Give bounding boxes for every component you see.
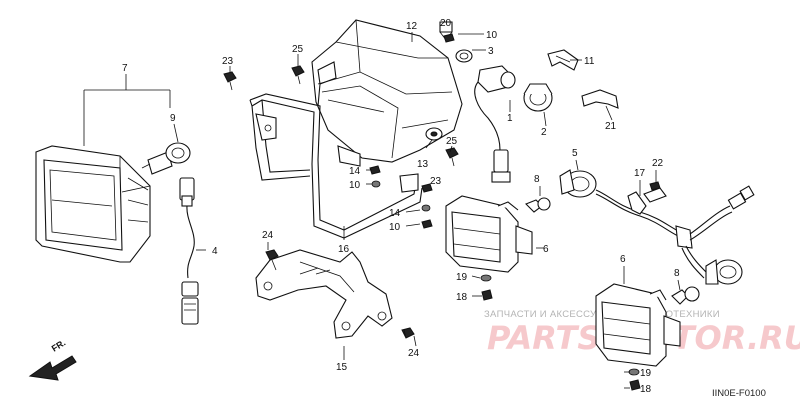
callout-labels: 7 9 4 23 25 12 20 10 3 11 1 2 21 25 13 1… (122, 18, 680, 395)
callout-21: 21 (605, 121, 617, 132)
callout-18-lower: 18 (640, 384, 652, 395)
direction-label: FR. (50, 338, 68, 354)
callout-7: 7 (122, 63, 128, 74)
callout-10-top: 10 (486, 30, 498, 41)
callout-22: 22 (652, 158, 664, 169)
drawing-code: IIN0E-F0100 (712, 388, 766, 399)
callout-3: 3 (488, 46, 494, 57)
headlight-sub-harness (179, 177, 199, 325)
callout-23-left: 23 (222, 56, 234, 67)
callout-2: 2 (541, 127, 547, 138)
foglight-wiring-harness (559, 169, 755, 285)
leader-lines (83, 32, 681, 389)
callout-23-center: 23 (430, 176, 442, 187)
harness-stay (581, 89, 619, 109)
mounting-bracket (255, 249, 393, 339)
callout-10-left: 10 (349, 180, 361, 191)
callout-24-bottom: 24 (408, 348, 420, 359)
callout-9: 9 (170, 113, 176, 124)
fog-bulb-lower (671, 286, 700, 305)
callout-17: 17 (634, 168, 646, 179)
accessory-socket-assembly (439, 21, 553, 183)
fog-bulb-upper (525, 197, 551, 213)
callout-1: 1 (507, 113, 513, 124)
callout-16: 16 (338, 244, 350, 255)
callout-8-lower: 8 (674, 268, 680, 279)
callout-15: 15 (336, 362, 348, 373)
callout-10-center: 10 (389, 222, 401, 233)
headlight-case (311, 19, 463, 163)
callout-18-upper: 18 (456, 292, 468, 303)
callout-14-left: 14 (349, 166, 361, 177)
callout-4: 4 (212, 246, 218, 257)
fasteners (223, 33, 661, 391)
foglight-upper (445, 195, 533, 273)
foglight-lower (595, 283, 681, 367)
callout-6-lower: 6 (620, 254, 626, 265)
callout-11: 11 (584, 56, 595, 67)
callout-6-upper: 6 (543, 244, 549, 255)
callout-24-left: 24 (262, 230, 274, 241)
headlight-stay (249, 61, 423, 239)
cable-clamp (547, 49, 579, 71)
callout-19-lower: 19 (640, 368, 652, 379)
callout-20: 20 (440, 18, 452, 29)
callout-13: 13 (417, 159, 429, 170)
callout-19-upper: 19 (456, 272, 468, 283)
callout-25-top: 25 (292, 44, 304, 55)
left-headlight-assembly (35, 145, 151, 263)
front-direction-marker: FR. (28, 338, 77, 381)
callout-25-right: 25 (446, 136, 458, 147)
callout-8-upper: 8 (534, 174, 540, 185)
callout-5: 5 (572, 148, 578, 159)
headlight-bulb (141, 142, 191, 175)
callout-14-center: 14 (389, 208, 401, 219)
callout-12: 12 (406, 21, 418, 32)
